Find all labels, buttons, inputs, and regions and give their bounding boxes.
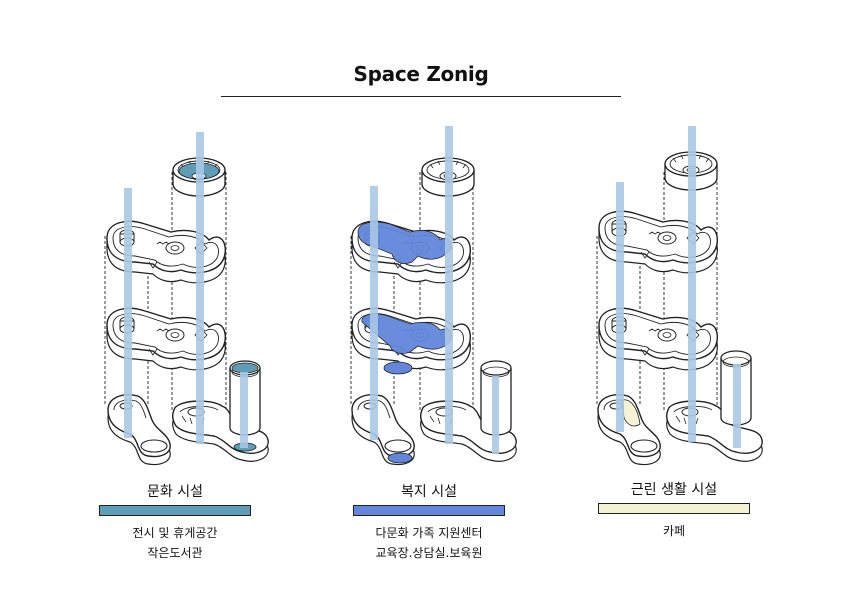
diagram-welfare: [350, 126, 517, 466]
legend-welfare-line-2: 교육장.상담실.보육원: [375, 546, 483, 560]
legend-neighborhood: 근린 생활 시설 카페: [589, 481, 759, 541]
legend-welfare-swatch: [353, 505, 505, 516]
legend-neighborhood-swatch: [598, 503, 750, 514]
legend-cultural: 문화 시설 전시 및 휴게공간 작은도서관: [90, 483, 260, 563]
legend-cultural-line-1: 전시 및 휴게공간: [132, 526, 218, 540]
page-title: Space Zonig: [353, 62, 489, 86]
legend-cultural-swatch: [99, 505, 251, 516]
legend-neighborhood-line-1: 카페: [662, 524, 686, 538]
legend-cultural-line-2: 작은도서관: [147, 546, 203, 560]
diagram-cultural: [104, 132, 269, 466]
legend-cultural-heading: 문화 시설: [147, 484, 203, 500]
legend-welfare-line-1: 다문화 가족 지원센터: [375, 526, 483, 540]
legend-neighborhood-heading: 근린 생활 시설: [630, 482, 718, 498]
legend-welfare: 복지 시설 다문화 가족 지원센터 교육장.상담실.보육원: [344, 483, 514, 563]
legend-welfare-heading: 복지 시설: [401, 484, 457, 500]
diagram-neighborhood: [596, 126, 763, 466]
title-underline: [221, 96, 621, 97]
